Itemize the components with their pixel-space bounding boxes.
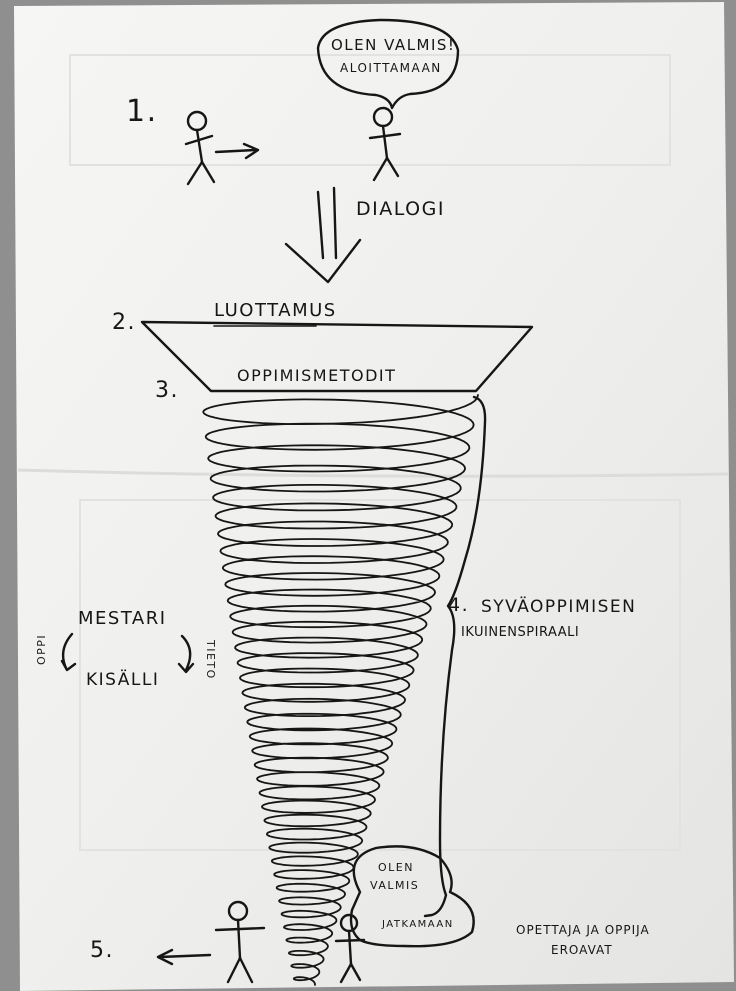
speech-bottom-line3: JATKAMAAN	[382, 920, 454, 930]
step-5-number: 5.	[90, 940, 114, 962]
step-2-number: 2.	[112, 312, 136, 334]
trust-label: LUOTTAMUS	[214, 302, 337, 320]
dialogue-label: DIALOGI	[356, 200, 445, 219]
methods-label: OPPIMISMETODIT	[237, 368, 396, 384]
speech-top-line1: OLEN VALMIS!	[331, 38, 455, 53]
speech-top-line2: ALOITTAMAAN	[340, 62, 442, 74]
footer-note-line1: OPETTAJA JA OPPIJA	[516, 924, 650, 936]
cycle-right-label: TIETO	[205, 640, 216, 680]
cycle-journeyman: KISÄLLI	[86, 672, 159, 689]
speech-bottom-line2: VALMIS	[370, 880, 419, 891]
spiral-label-line2: IKUINENSPIRAALI	[461, 626, 579, 639]
cycle-master: MESTARI	[78, 610, 167, 628]
step-1-number: 1.	[126, 97, 158, 127]
spiral-label-line1: SYVÄOPPIMISEN	[481, 599, 636, 616]
cycle-left-label: OPPI	[36, 634, 47, 665]
step-4-number: 4.	[448, 596, 469, 615]
footer-note-line2: EROAVAT	[551, 944, 613, 956]
paper-sheet	[14, 2, 734, 991]
step-3-number: 3.	[155, 380, 179, 402]
speech-bottom-line1: OLEN	[378, 862, 414, 873]
